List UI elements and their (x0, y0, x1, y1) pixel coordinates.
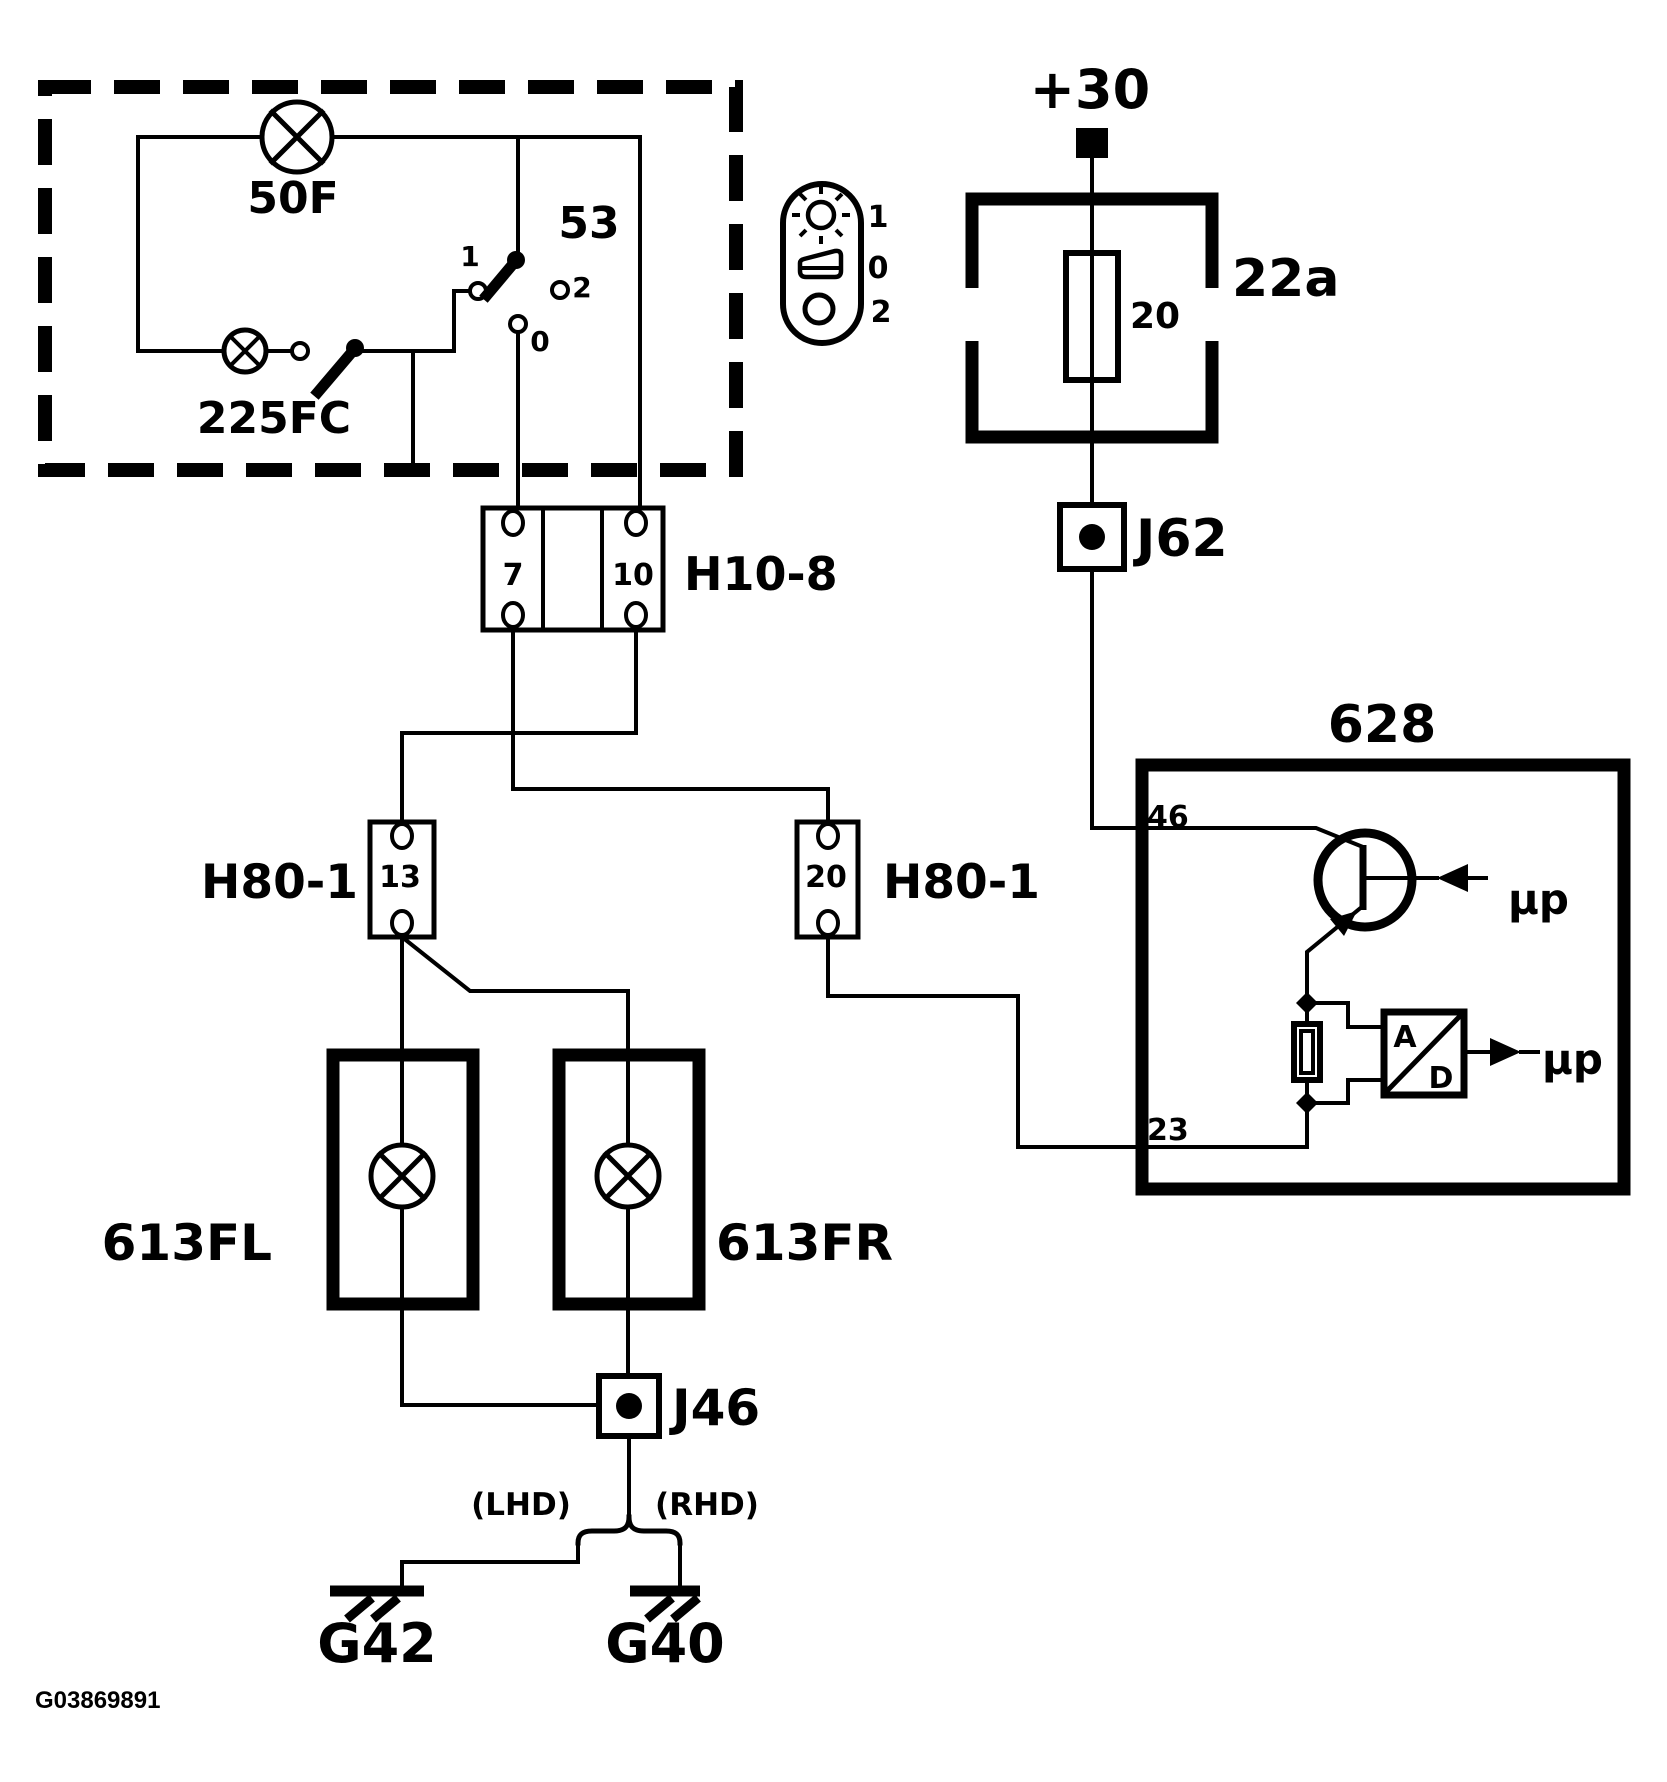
fuse-box-gap-right (1198, 288, 1226, 341)
ground-g42-icon (330, 1585, 424, 1623)
off-position-icon (802, 292, 836, 326)
legend-pos1-label: 1 (868, 200, 889, 235)
h80-1-right-label: H80-1 (883, 855, 1040, 910)
adc-d-label: D (1429, 1061, 1454, 1096)
switch-position-legend: 1 0 2 (780, 181, 892, 346)
switch-53-label: 53 (558, 198, 619, 249)
fuse-box-label: 22a (1232, 249, 1339, 309)
wire-top-run (136, 135, 642, 510)
pos2-label: 2 (572, 271, 591, 304)
contact-225fc (290, 341, 310, 361)
resistor-icon (1291, 1021, 1323, 1083)
junction-j62: J62 (1057, 502, 1228, 572)
h10-8-pin10-label: 10 (612, 558, 654, 593)
legend-pos2-label: 2 (871, 295, 892, 330)
wire-pin10-to-h80-left (400, 628, 638, 824)
power-plus30-label: +30 (1030, 58, 1150, 121)
module-628: 628 46 23 µp A D µp (1090, 567, 1631, 1196)
parking-light-icon (797, 248, 844, 280)
fuse-box-22a: 20 22a (958, 192, 1339, 444)
switch-assembly-dashed-box: 50F 225FC 53 1 2 0 (38, 80, 743, 510)
wire-adc-input-top (1305, 1001, 1386, 1029)
h80-1-right-pin-top (816, 822, 840, 850)
pos1-label: 1 (460, 240, 479, 273)
connector-h80-1-left: 13 H80-1 (201, 819, 437, 940)
module-628-label: 628 (1328, 695, 1437, 755)
j46-label: J46 (669, 1379, 760, 1437)
j46-node (616, 1393, 642, 1419)
h10-8-pin7-bottom (501, 601, 525, 629)
legend-pill-outline (780, 181, 864, 346)
variant-brace (575, 1514, 683, 1546)
wire-j62-to-pin46 (1090, 567, 1366, 850)
module-628-border (1135, 758, 1631, 1196)
h10-8-dividers (541, 506, 604, 632)
connector-h10-8: 7 10 H10-8 (480, 505, 838, 633)
j62-label: J62 (1133, 509, 1228, 569)
resistor-inner (1299, 1029, 1315, 1075)
drawing-number: G03869891 (35, 1687, 160, 1714)
wire-pin7-to-h80-right (511, 628, 830, 824)
h10-8-body (480, 505, 666, 633)
transistor-emitter-arrow-icon (1330, 911, 1357, 936)
lamp-613fr-label: 613FR (716, 1214, 893, 1272)
fuse-value-label: 20 (1130, 296, 1180, 337)
ground-g42-label: G42 (317, 1612, 436, 1675)
switch-53-pos2-contact (550, 280, 570, 300)
lamp-50f-label: 50F (247, 173, 338, 224)
wire-pin20-to-pin23 (826, 935, 1309, 1149)
adc-up-label: µp (1542, 1035, 1603, 1084)
legend-pos0-label: 0 (868, 251, 889, 286)
power-terminal-icon (1076, 128, 1108, 158)
headlight-icon (792, 186, 850, 244)
wire-adc-input-bottom (1305, 1078, 1386, 1105)
lamp-50f-icon (259, 99, 335, 175)
wire-613fl-feed-and-out (400, 935, 601, 1407)
lamp-225fc-label: 225FC (197, 393, 351, 444)
fuse-box-gap-left (958, 288, 986, 341)
switch-53-pos0-contact (508, 314, 528, 334)
wire-ground-left-branch (400, 1541, 580, 1590)
lamp-613fl-bulb-icon (368, 1142, 436, 1210)
h80-1-left-pin-bottom (390, 909, 414, 937)
transistor-up-label: µp (1508, 875, 1569, 924)
h10-8-pin7-label: 7 (503, 558, 524, 593)
h10-8-pin7-top (501, 509, 525, 537)
h10-8-pin10-bottom (624, 601, 648, 629)
dashed-border (38, 80, 743, 477)
ground-g40-label: G40 (605, 1612, 724, 1675)
lamp-613fl-label: 613FL (102, 1214, 272, 1272)
ground-g40-icon (630, 1585, 701, 1623)
connector-h80-1-right: 20 H80-1 (794, 819, 1040, 940)
adc-diagonal (1383, 1012, 1464, 1095)
h10-8-label: H10-8 (684, 547, 838, 601)
variant-lhd-label: (LHD) (471, 1487, 571, 1523)
lamp-613fr-bulb-icon (594, 1142, 662, 1210)
j62-node (1079, 524, 1105, 550)
pin-23-label: 23 (1147, 1113, 1189, 1148)
adc-a-label: A (1393, 1020, 1417, 1055)
h10-8-pin10-top (624, 509, 648, 537)
variant-rhd-label: (RHD) (655, 1487, 759, 1523)
h80-1-left-label: H80-1 (201, 855, 358, 910)
switch-225fc-lever-icon (310, 339, 364, 400)
fuse-element-icon (1063, 250, 1121, 383)
h80-1-left-pin-label: 13 (379, 860, 421, 895)
h80-1-right-pin-bottom (816, 909, 840, 937)
arrow-to-up-icon (1490, 1038, 1521, 1066)
h80-1-left-pin-top (390, 822, 414, 850)
junction-j46: J46 (596, 1373, 760, 1439)
arrow-to-transistor-icon (1437, 864, 1468, 892)
h80-1-right-pin-label: 20 (805, 860, 847, 895)
lamp-225fc-icon (221, 327, 269, 375)
pos0-label: 0 (530, 325, 549, 358)
switch-53-lever-icon (479, 251, 525, 303)
